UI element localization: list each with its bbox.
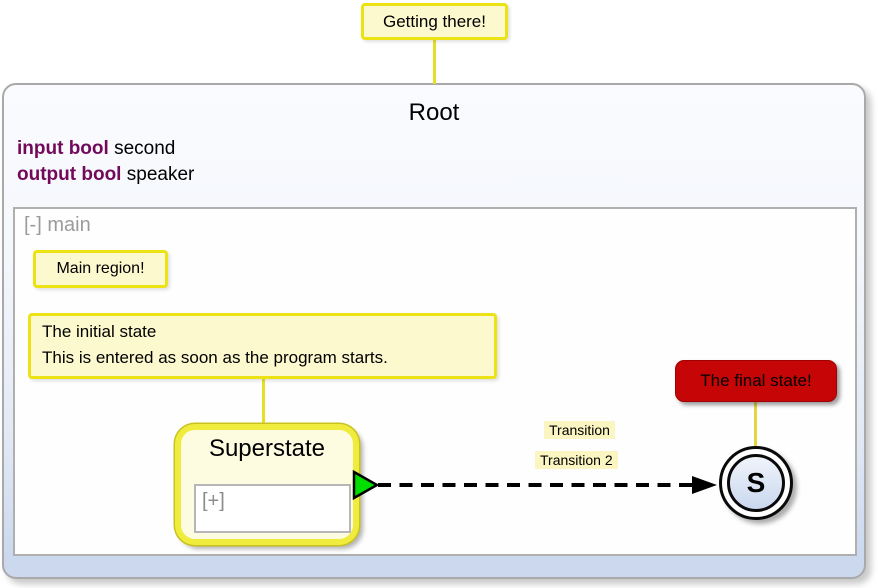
- transition-label-1[interactable]: Transition: [544, 421, 615, 439]
- state-final-inner-circle: S: [727, 454, 785, 512]
- superstate-collapsed-region[interactable]: [+]: [194, 484, 351, 533]
- note-initial-state[interactable]: The initial state This is entered as soo…: [28, 313, 497, 379]
- declaration-input: input bool second: [17, 136, 194, 162]
- region-name: main: [41, 214, 91, 236]
- declaration-identifier: second: [108, 138, 176, 159]
- region-main-header: [-] main: [24, 214, 91, 237]
- transition-label-2[interactable]: Transition 2: [535, 451, 618, 469]
- state-superstate-title: Superstate: [208, 435, 326, 462]
- transition-source-triangle-icon: [352, 470, 380, 500]
- note-initial-state-line2: This is entered as soon as the program s…: [42, 348, 388, 367]
- state-superstate[interactable]: Superstate [+]: [175, 424, 359, 545]
- note-getting-there-text: Getting there!: [382, 11, 486, 31]
- note-main-region-text: Main region!: [56, 260, 145, 277]
- declarations-block: input bool second output bool speaker: [17, 136, 194, 188]
- declaration-keyword: input bool: [17, 138, 109, 159]
- declaration-output: output bool speaker: [17, 162, 194, 188]
- note-getting-there[interactable]: Getting there!: [361, 3, 508, 40]
- transition-arrowhead-icon: [692, 476, 717, 494]
- state-root-title: Root: [408, 99, 460, 126]
- declaration-identifier: speaker: [121, 164, 195, 185]
- region-expand-toggle[interactable]: [+]: [202, 490, 225, 512]
- note-final-state-text: The final state!: [700, 371, 812, 390]
- note-connector-line: [433, 40, 436, 84]
- state-final[interactable]: S: [719, 446, 793, 520]
- note-connector-line: [754, 402, 757, 447]
- state-final-label: S: [746, 467, 766, 498]
- note-connector-line: [262, 379, 265, 425]
- transition-edge[interactable]: [374, 469, 722, 501]
- declaration-keyword: output bool: [17, 164, 122, 185]
- note-final-state[interactable]: The final state!: [675, 360, 837, 402]
- region-collapse-toggle[interactable]: [-]: [24, 214, 42, 236]
- note-initial-state-line1: The initial state: [42, 322, 157, 341]
- note-main-region[interactable]: Main region!: [33, 250, 168, 288]
